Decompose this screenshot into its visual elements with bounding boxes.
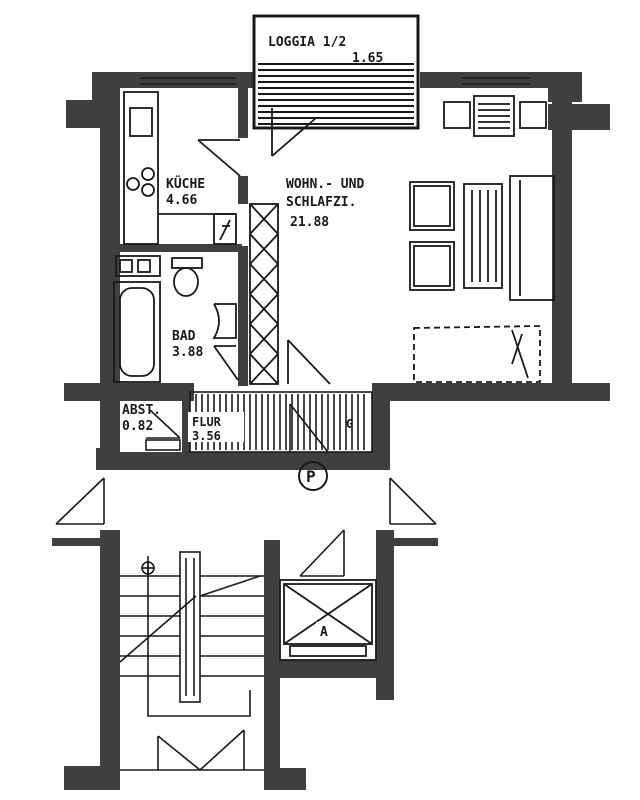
living-furniture	[271, 95, 555, 385]
staircase	[119, 551, 264, 771]
loggia	[252, 14, 420, 130]
flur-label-bg	[188, 412, 244, 442]
wohn-label-2: SCHLAFZI.	[286, 195, 356, 210]
bad-area: 3.88	[172, 345, 203, 360]
bath-fixtures	[113, 255, 239, 383]
loggia-area: 1.65	[352, 51, 383, 66]
kitchen-fixtures	[123, 91, 241, 245]
lift-shaft	[279, 579, 377, 661]
flur-label: FLUR	[192, 415, 222, 429]
walls	[52, 72, 610, 790]
abst-area: 0.82	[122, 419, 153, 434]
parking-symbol: P	[306, 467, 316, 486]
kueche-label: KÜCHE	[166, 176, 205, 192]
windows	[140, 77, 530, 85]
wohn-area: 21.88	[290, 215, 329, 230]
lift-symbol: A	[320, 625, 328, 640]
landing	[55, 461, 437, 577]
kueche-area: 4.66	[166, 193, 197, 208]
flur-area: 3.56	[192, 429, 221, 443]
garderobe-symbol: G	[346, 417, 353, 431]
abst-label: ABST.	[122, 403, 161, 418]
lift-label-bg	[316, 622, 336, 640]
bad-label: BAD	[172, 329, 196, 344]
installation-shaft	[249, 203, 279, 385]
wohn-label-1: WOHN.- UND	[286, 177, 364, 192]
loggia-label: LOGGIA 1/2	[268, 35, 346, 50]
